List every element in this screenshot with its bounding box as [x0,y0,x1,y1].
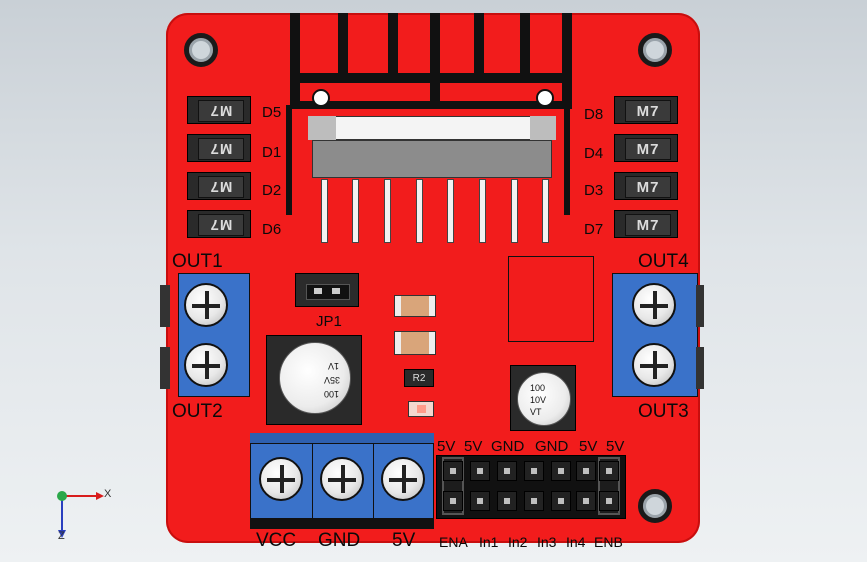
diode-d8: M7 [614,96,678,124]
capacitor-small: 100 10V VT [510,365,576,431]
heat-sink-screw-right [536,89,554,107]
terminal-power-divider-2 [373,433,374,519]
header-bottom-label-in2: In2 [508,534,528,550]
diode-d6: M7 [187,210,251,238]
label-d6: D6 [262,221,282,238]
diode-d5: M7 [187,96,251,124]
pcb-board: M7 M7 M7 M7 D5 D1 D2 D6 M7 M7 M7 M7 D8 D… [160,13,704,550]
label-gnd: GND [318,530,361,551]
header-bottom-label-ena: ENA [439,534,468,550]
cap-large-text-2: 35V [324,375,341,385]
pin-ena-top[interactable] [443,461,463,481]
smd-capacitor-1 [394,295,436,317]
terminal-side-right [696,285,704,327]
terminal-side-right-2 [696,347,704,389]
header-top-label-6: 5V [606,438,625,455]
mounting-hole-bottom-left [638,489,672,523]
pin-enb-top[interactable] [599,461,619,481]
mounting-hole-top-right [638,33,672,67]
screw-5v[interactable] [381,457,425,501]
voltage-regulator [508,256,594,342]
label-d3: D3 [584,182,604,199]
label-out2: OUT2 [172,401,223,422]
diode-d4: M7 [614,134,678,162]
header-bottom-label-in1: In1 [479,534,499,550]
pin-in3-top[interactable] [524,461,544,481]
pin-in4-bottom[interactable] [551,491,571,511]
terminal-power-divider-1 [312,433,313,519]
terminal-power-top-strip [250,433,434,444]
screw-out1[interactable] [184,283,228,327]
driver-ic [308,116,556,178]
heat-sink [290,13,572,109]
label-d5: D5 [262,104,282,121]
header-top-label-1: 5V [437,438,456,455]
label-d2: D2 [262,182,282,199]
label-out1: OUT1 [172,251,223,272]
screw-vcc[interactable] [259,457,303,501]
label-out3: OUT3 [638,401,689,422]
smd-capacitor-2 [394,331,436,355]
label-5v: 5V [392,530,416,551]
pin-in2-top[interactable] [497,461,517,481]
terminal-side-left-2 [160,347,170,389]
label-jp1: JP1 [316,313,342,330]
diode-d2: M7 [187,172,251,200]
pin-in2-bottom[interactable] [497,491,517,511]
diode-d3: M7 [614,172,678,200]
header-top-label-2: 5V [464,438,483,455]
resistor-r2: R2 [404,369,434,387]
diode-d1: M7 [187,134,251,162]
screw-gnd[interactable] [320,457,364,501]
smd-led [408,401,434,417]
label-d4: D4 [584,145,604,162]
header-bottom-label-in4: In4 [566,534,586,550]
pin-in1-bottom[interactable] [470,491,490,511]
label-vcc: VCC [256,530,297,551]
terminal-power-bottom-strip [250,519,434,529]
screw-out2[interactable] [184,343,228,387]
cap-small-text-3: VT [530,407,542,417]
heat-sink-post-left [286,105,292,215]
cap-large-text-1: 1V [328,361,340,371]
capacitor-large: 1V 35V 100 [266,335,362,425]
header-top-label-3: GND [491,438,525,455]
pin-in1-top[interactable] [470,461,490,481]
triad-z-label: Z [58,530,65,542]
cap-small-text-1: 100 [530,383,546,393]
terminal-side-left [160,285,170,327]
pin-ena-bottom[interactable] [443,491,463,511]
header-top-label-4: GND [535,438,569,455]
coordinate-triad: X Z [44,478,114,544]
jumper-jp1[interactable] [295,273,359,307]
pin-in3-bottom[interactable] [524,491,544,511]
pin-extra-bottom[interactable] [576,491,596,511]
heat-sink-screw-left [312,89,330,107]
mounting-hole-top-left [184,33,218,67]
heat-sink-post-right [564,105,570,215]
screw-out4[interactable] [632,283,676,327]
label-out4: OUT4 [638,251,689,272]
label-d1: D1 [262,144,282,161]
diode-d7: M7 [614,210,678,238]
header-bottom-label-enb: ENB [594,534,623,550]
pin-extra-top[interactable] [576,461,596,481]
triad-x-label: X [104,488,112,500]
label-d8: D8 [584,106,604,123]
pin-in4-top[interactable] [551,461,571,481]
cap-small-text-2: 10V [530,395,547,405]
triad-axes-icon [57,491,104,538]
label-d7: D7 [584,221,604,238]
cap-large-text-3: 100 [324,389,340,399]
pin-enb-bottom[interactable] [599,491,619,511]
header-bottom-label-in3: In3 [537,534,557,550]
header-top-label-5: 5V [579,438,598,455]
screw-out3[interactable] [632,343,676,387]
